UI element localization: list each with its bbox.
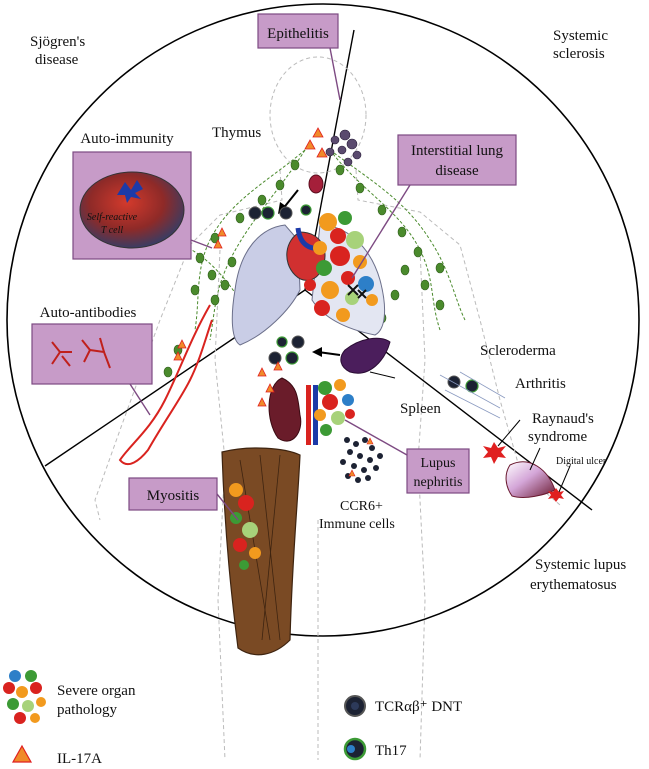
aorta: [306, 385, 311, 445]
legend-severe-label-line2: pathology: [57, 702, 117, 718]
raynaud-hand: [505, 461, 556, 498]
self-reactive-label-line2: T cell: [101, 225, 124, 236]
il17a-upper-left: [213, 227, 227, 249]
legend-severe-pathology-icon: [3, 670, 46, 724]
abdomen-il17a: [257, 361, 283, 407]
kidney-organ: [268, 377, 302, 442]
digital-ulcer-burst: [548, 488, 564, 502]
scleroderma-label: Scleroderma: [480, 343, 556, 359]
sjogren-label-line2: disease: [35, 52, 79, 68]
ccr6-il17a: [348, 437, 374, 477]
myositis-label: Myositis: [147, 488, 200, 504]
skin-dnt-cells: [447, 375, 479, 393]
abdomen-dnt-cells: [268, 335, 305, 365]
self-reactive-cell-icon: [79, 171, 185, 249]
arm-il17a: [173, 339, 187, 361]
legend-severe-label-line1: Severe organ: [57, 683, 136, 699]
callout-myositis: Myositis: [128, 477, 239, 521]
callout-lupus-nephritis: Lupus nephritis: [344, 419, 470, 494]
sle-label-line1: Systemic lupus: [535, 557, 626, 573]
left-lung: [231, 224, 301, 346]
kidney-pathology-cluster: [314, 379, 355, 436]
callout-epithelitis: Epithelitis: [257, 13, 341, 101]
lupus-nephritis-label-line1: Lupus: [421, 456, 456, 471]
tcr-receptor-icon: [117, 180, 143, 203]
spleen-pointer: [369, 371, 396, 379]
ccr6-cell-cluster: [340, 437, 383, 483]
ild-label-line1: Interstitial lung: [411, 143, 504, 159]
legend-th17-icon: [343, 737, 367, 761]
spleen-label: Spleen: [400, 401, 441, 417]
legend-dnt-icon: [344, 695, 366, 717]
epithelitis-label: Epithelitis: [267, 26, 329, 42]
ild-label-line2: disease: [435, 163, 479, 179]
arm-vessels: [118, 304, 213, 466]
legend-dnt-label: TCRαβ⁺ DNT: [375, 699, 462, 715]
spleen-organ: [340, 337, 391, 374]
lymph-vessels: [169, 149, 466, 341]
epithelitis-il17a: [304, 127, 328, 158]
digital-ulcer-pointer: [558, 465, 571, 493]
thymus-label: Thymus: [212, 125, 261, 141]
salivary-gland: [325, 129, 362, 167]
dnt-cells-upper: [248, 204, 312, 220]
ccr6-label-line1: CCR6+: [340, 499, 383, 514]
callout-autoantibodies: Auto-antibodies: [31, 305, 153, 416]
raynaud-label-line1: Raynaud's: [532, 411, 594, 427]
ccr6-label-line2: Immune cells: [319, 517, 395, 532]
arthritis-burst: [483, 442, 506, 464]
legend-th17-label: Th17: [375, 743, 407, 759]
thymus-organ: [308, 174, 324, 194]
lymph-nodes: [163, 159, 445, 378]
legend-il17a-label: IL-17A: [57, 751, 102, 767]
spleen-arrowhead: [312, 347, 322, 357]
raynaud-label-line2: syndrome: [528, 429, 588, 445]
digital-ulcer-label: Digital ulcer: [556, 456, 607, 467]
self-reactive-label-line1: Self-reactive: [87, 212, 138, 223]
callout-ild: Interstitial lung disease: [351, 134, 517, 279]
legend-il17a-icon: [11, 744, 33, 763]
callout-autoimmunity: Auto-immunity Self-reactive T cell: [72, 131, 213, 260]
autoantibodies-label: Auto-antibodies: [40, 305, 137, 321]
skin-fibrosis: [439, 371, 506, 419]
sle-label-line2: erythematosus: [530, 577, 617, 593]
lupus-nephritis-label-line2: nephritis: [414, 475, 463, 490]
ssc-label-line1: Systemic: [553, 28, 608, 44]
autoimmunity-label: Auto-immunity: [80, 131, 174, 147]
lung-pathology-cluster: [304, 211, 378, 322]
arthritis-pointer: [497, 419, 521, 447]
arthritis-label: Arthritis: [515, 376, 566, 392]
raynaud-pointer: [529, 447, 541, 471]
sjogren-label-line1: Sjögren's: [30, 34, 85, 50]
ssc-label-line2: sclerosis: [553, 46, 605, 62]
antibody-icon: [51, 337, 111, 369]
disease-circle: [6, 3, 640, 637]
muscle-pathology-cluster: [229, 483, 261, 570]
legend: Severe organ pathology IL-17A TCRαβ⁺ DNT…: [3, 670, 462, 767]
